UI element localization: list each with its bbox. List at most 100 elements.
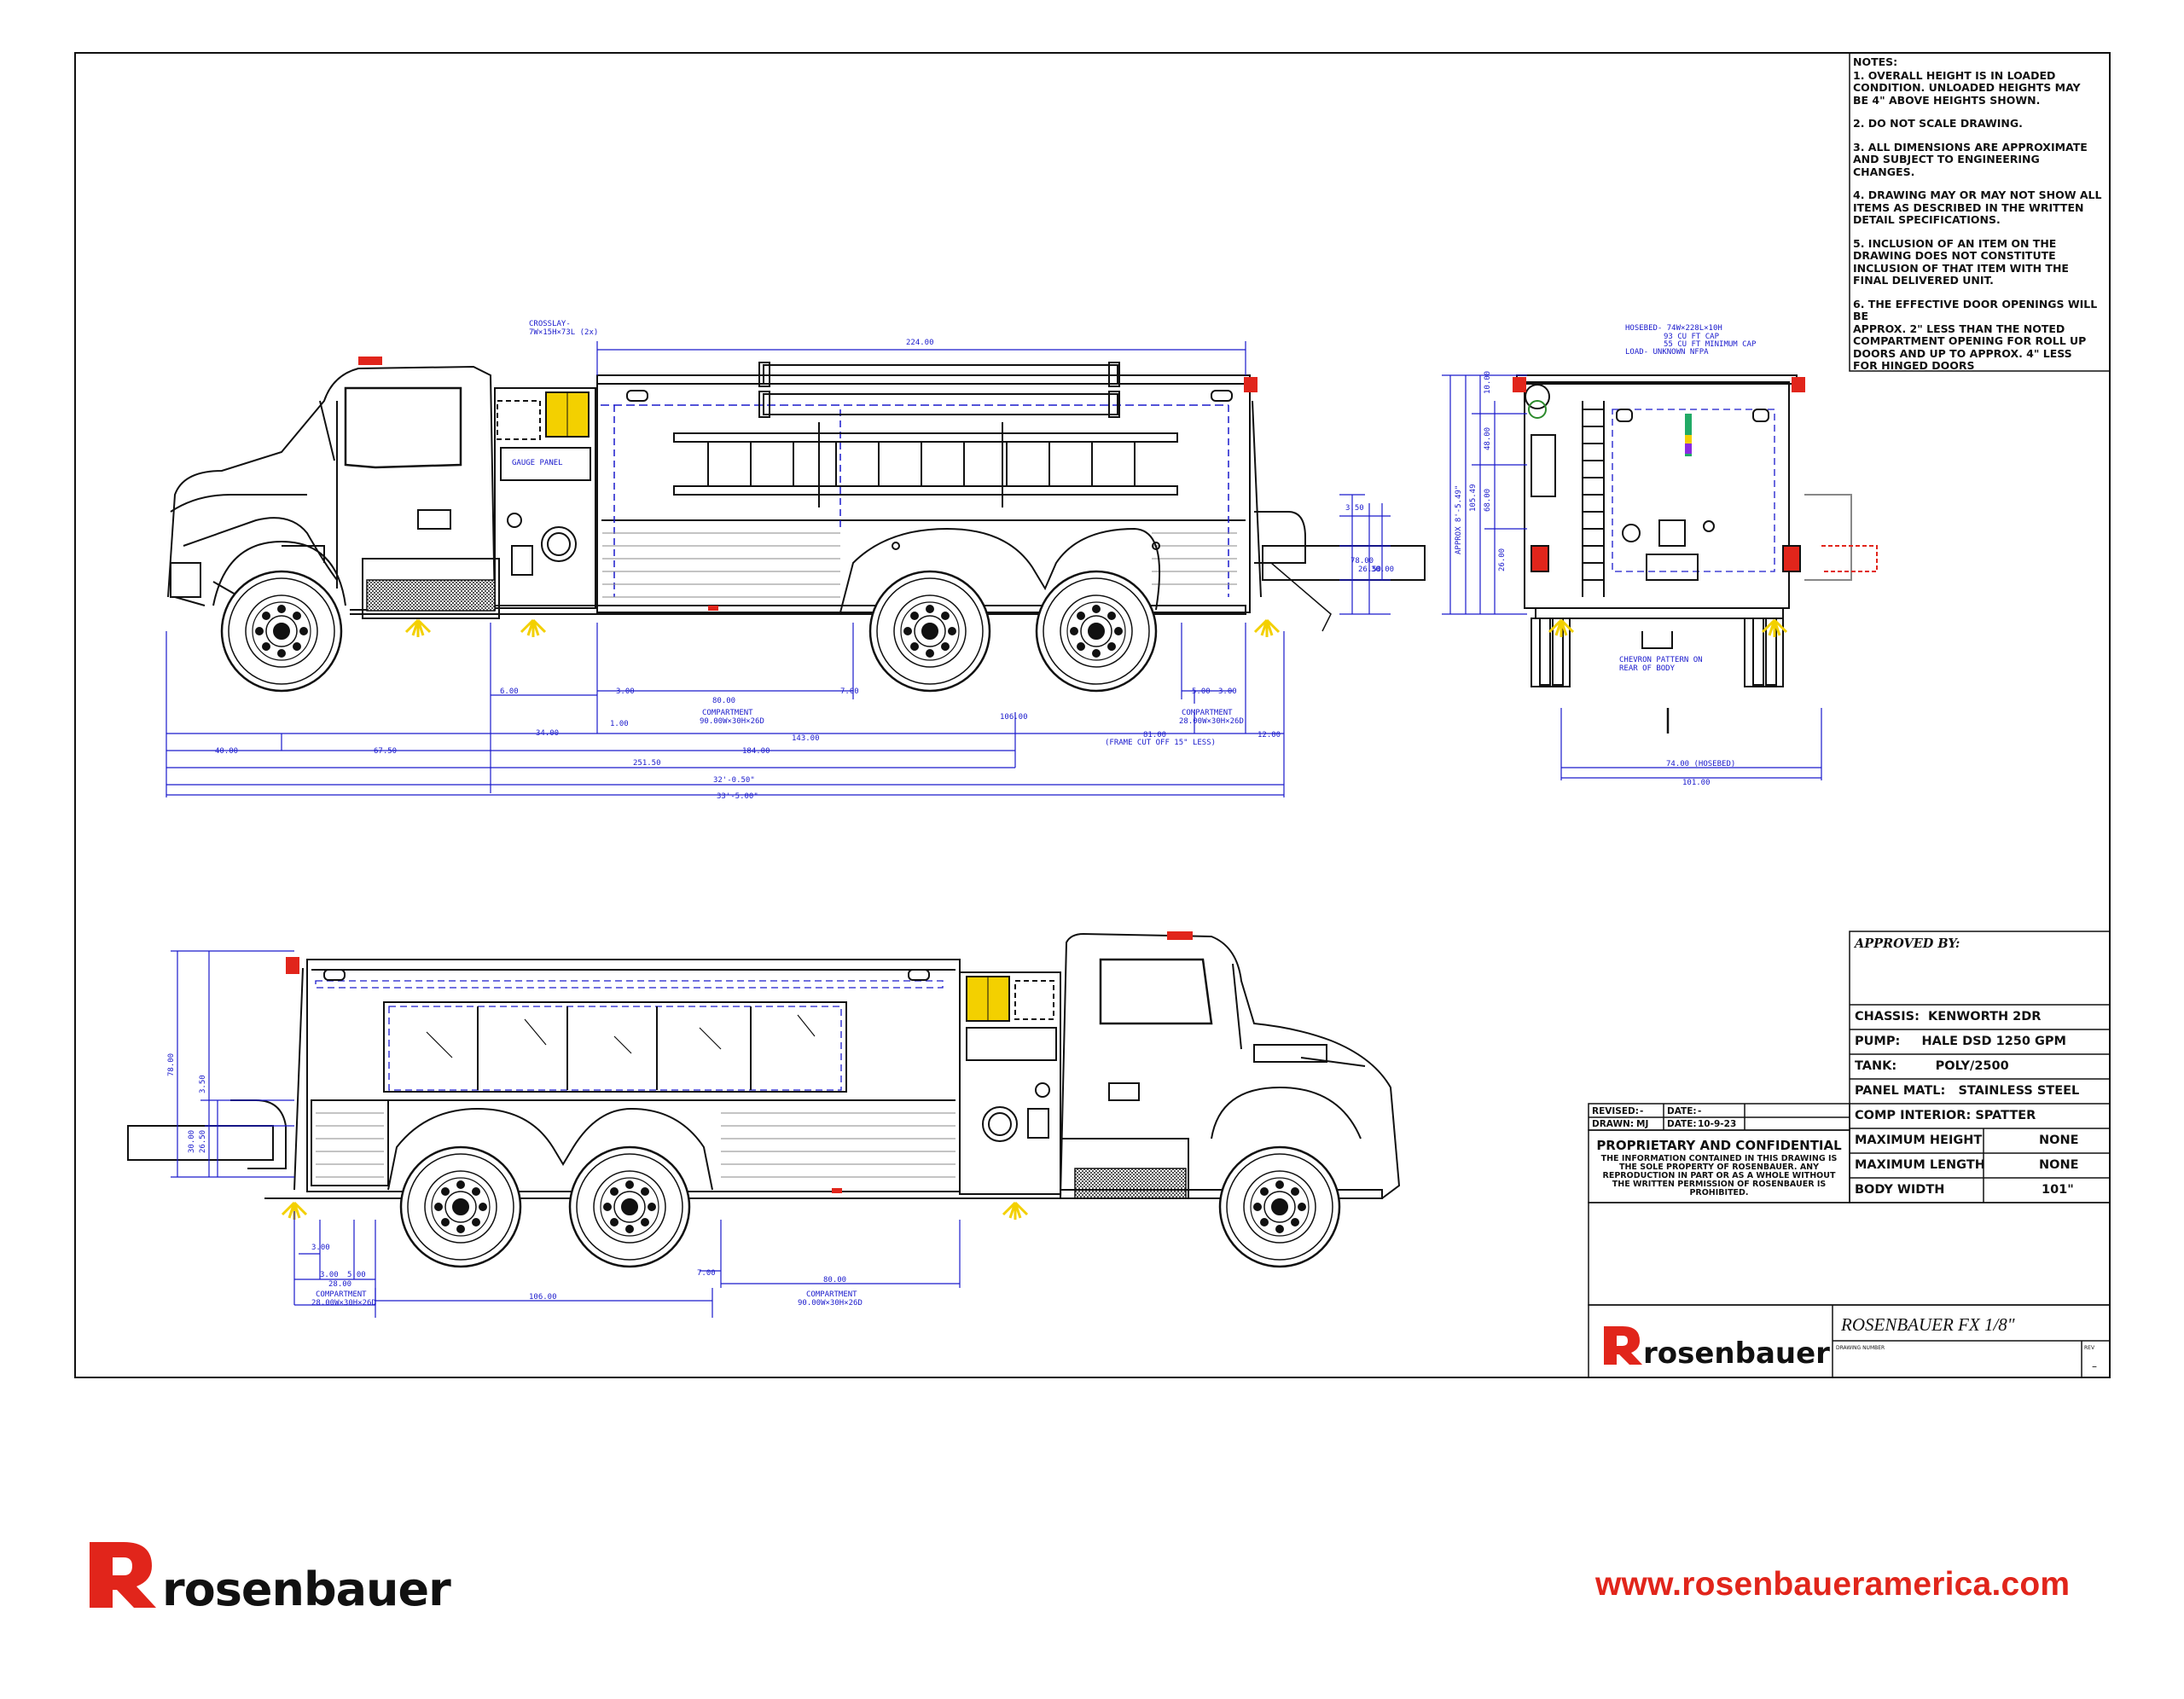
spec-label: CHASSIS: [1855,1010,1920,1023]
compartment-main: 90.00W×30H×26D [700,717,764,726]
hosebed-width: 74.00 (HOSEBED) [1666,760,1735,768]
sheet-border [74,52,2111,1378]
spec-value: POLY/2500 [1935,1059,2009,1073]
side-view-bottom [127,931,1401,1268]
spec-value: STAINLESS STEEL [1958,1084,2080,1098]
rev-label: REV [2084,1345,2095,1351]
date2-value: 10-9-23 [1698,1119,1736,1129]
side-view-bottom-dimensions [171,950,961,1318]
dim-top-length: 224.00 [906,339,934,347]
compartment-rear: 28.00W×30H×26D [1179,717,1244,726]
footer-logo-mark [90,1542,156,1608]
spec-label: MAXIMUM HEIGHT [1855,1134,1983,1147]
dim-rear-30: 30.00 [1371,565,1394,574]
spec-row-panel: PANEL MATL: STAINLESS STEEL [1855,1084,2079,1098]
note-6: 6. THE EFFECTIVE DOOR OPENINGS WILL BE A… [1853,297,2098,372]
rear-h-68: 68.00 [1484,489,1492,512]
drawing-number-label: DRAWING NUMBER [1836,1345,1885,1351]
frame-cut-note: (FRAME CUT OFF 15" LESS) [1105,739,1216,747]
notes-panel: NOTES: 1. OVERALL HEIGHT IS IN LOADED CO… [1853,55,2109,384]
dim-6: 6.00 [500,687,519,696]
note-2: 2. DO NOT SCALE DRAWING. [1853,117,2023,130]
footer-logo: rosenbauer [90,1542,452,1616]
dim-106: 106.00 [1000,713,1028,722]
gauge-panel-label: GAUGE PANEL [512,459,563,467]
rear-h-105: 105.49 [1469,484,1478,512]
chevron-label: CHEVRON PATTERN ON [1619,656,1703,664]
crosslay-detail: 7W×15H×73L (2x) [529,328,598,337]
low-compartment-label-2: COMPARTMENT [806,1290,857,1299]
rear-h-48: 48.00 [1484,427,1492,450]
date2-label: DATE: [1667,1119,1697,1129]
low-dim-28: 28.00 [328,1280,351,1289]
dim-5: 5.00 [1192,687,1211,696]
dim-32ft: 32'-0.50" [713,776,755,785]
proprietary-line-5: PROHIBITED. [1689,1188,1748,1197]
compartment-label-1: COMPARTMENT [702,709,753,717]
side-view-bottom-dim-labels: 3.00 3.00 5.00 28.00 COMPARTMENT 28.00W×… [167,1053,863,1308]
low-dim-80: 80.00 [823,1276,846,1284]
revised-value: - [1640,1106,1643,1116]
hosebed-label: HOSEBED- 74W×228L×10H [1625,324,1722,333]
low-compartment-right: 90.00W×30H×26D [798,1299,863,1308]
side-view-top [167,357,1426,693]
dim-80: 80.00 [712,697,735,705]
proprietary-line-1: THE INFORMATION CONTAINED IN THIS DRAWIN… [1601,1154,1838,1163]
spec-row-max-height: MAXIMUM HEIGHT [1855,1134,1982,1147]
rear-h-26: 26.00 [1498,548,1507,571]
low-dim-3b: 3.00 [320,1271,339,1279]
date-label: DATE: [1667,1106,1697,1116]
revised-label: REVISED: [1592,1106,1639,1116]
rev-value: – [2092,1360,2097,1372]
rear-overall-height: APPROX 8'-5.49" [1455,485,1463,554]
spec-label: BODY WIDTH [1855,1183,1945,1197]
notes-heading: NOTES: [1853,55,1898,68]
hosebed-load: LOAD- UNKNOWN NFPA [1625,348,1709,357]
note-4: 4. DRAWING MAY OR MAY NOT SHOW ALL ITEMS… [1853,188,2102,226]
low-dim-5: 5.00 [347,1271,366,1279]
spec-row-tank: TANK: POLY/2500 [1855,1059,2009,1073]
spec-value-max-length: NONE [2039,1158,2079,1172]
low-dim-7: 7.00 [697,1269,716,1278]
low-compartment-label-1: COMPARTMENT [316,1290,367,1299]
approved-by: APPROVED BY: [1855,936,1960,951]
website-url[interactable]: www.rosenbaueramerica.com [1595,1566,2071,1603]
low-h-30: 30.00 [188,1130,196,1153]
rear-view-dimensions [1442,374,1822,780]
footer-logo-text: rosenbauer [162,1563,451,1616]
dim-rear-26-5: 26.50 [1358,565,1381,574]
dim-3b: 3.00 [1218,687,1237,696]
spec-value: HALE DSD 1250 GPM [1921,1035,2066,1048]
rear-h-10: 10.00 [1484,371,1492,394]
spec-value: SPATTER [1975,1109,2036,1122]
title-logo-text: rosenbauer [1643,1337,1830,1371]
title-logo: rosenbauer [1604,1326,1830,1371]
spec-row-comp-interior: COMP INTERIOR: SPATTER [1855,1109,2036,1122]
spec-label: TANK: [1855,1059,1897,1073]
low-dim-3a: 3.00 [311,1244,330,1252]
proprietary-title: PROPRIETARY AND CONFIDENTIAL [1596,1138,1842,1153]
spec-row-body-width: BODY WIDTH [1855,1183,1944,1197]
spec-label: MAXIMUM LENGTH [1855,1158,1985,1172]
dim-67-5: 67.50 [374,747,397,756]
compartment-label-2: COMPARTMENT [1182,709,1233,717]
dim-251-5: 251.50 [633,759,661,768]
dim-3: 3.00 [616,687,635,696]
dim-34: 34.00 [536,729,559,738]
spec-row-max-length: MAXIMUM LENGTH [1855,1158,1985,1172]
rear-view [1513,374,1878,734]
chevron-label-2: REAR OF BODY [1619,664,1676,673]
spec-label: COMP INTERIOR: [1855,1109,1972,1122]
proprietary-line-3: REPRODUCTION IN PART OR AS A WHOLE WITHO… [1603,1171,1836,1180]
proprietary-line-4: THE WRITTEN PERMISSION OF ROSENBAUER IS [1612,1180,1827,1189]
body-width-dim: 101.00 [1682,779,1711,787]
crosslay-label: CROSSLAY- [529,320,571,328]
rear-view-labels: HOSEBED- 74W×228L×10H 93 CU FT CAP 55 CU… [1455,324,1757,787]
dim-12: 12.00 [1258,731,1281,739]
spec-row-pump: PUMP: HALE DSD 1250 GPM [1855,1035,2066,1048]
low-h-78: 78.00 [167,1053,176,1076]
proprietary-line-2: THE SOLE PROPERTY OF ROSENBAUER. ANY [1619,1163,1819,1172]
hosebed-cap2: 55 CU FT MINIMUM CAP [1664,340,1757,349]
drawn-label: DRAWN: [1592,1119,1634,1129]
